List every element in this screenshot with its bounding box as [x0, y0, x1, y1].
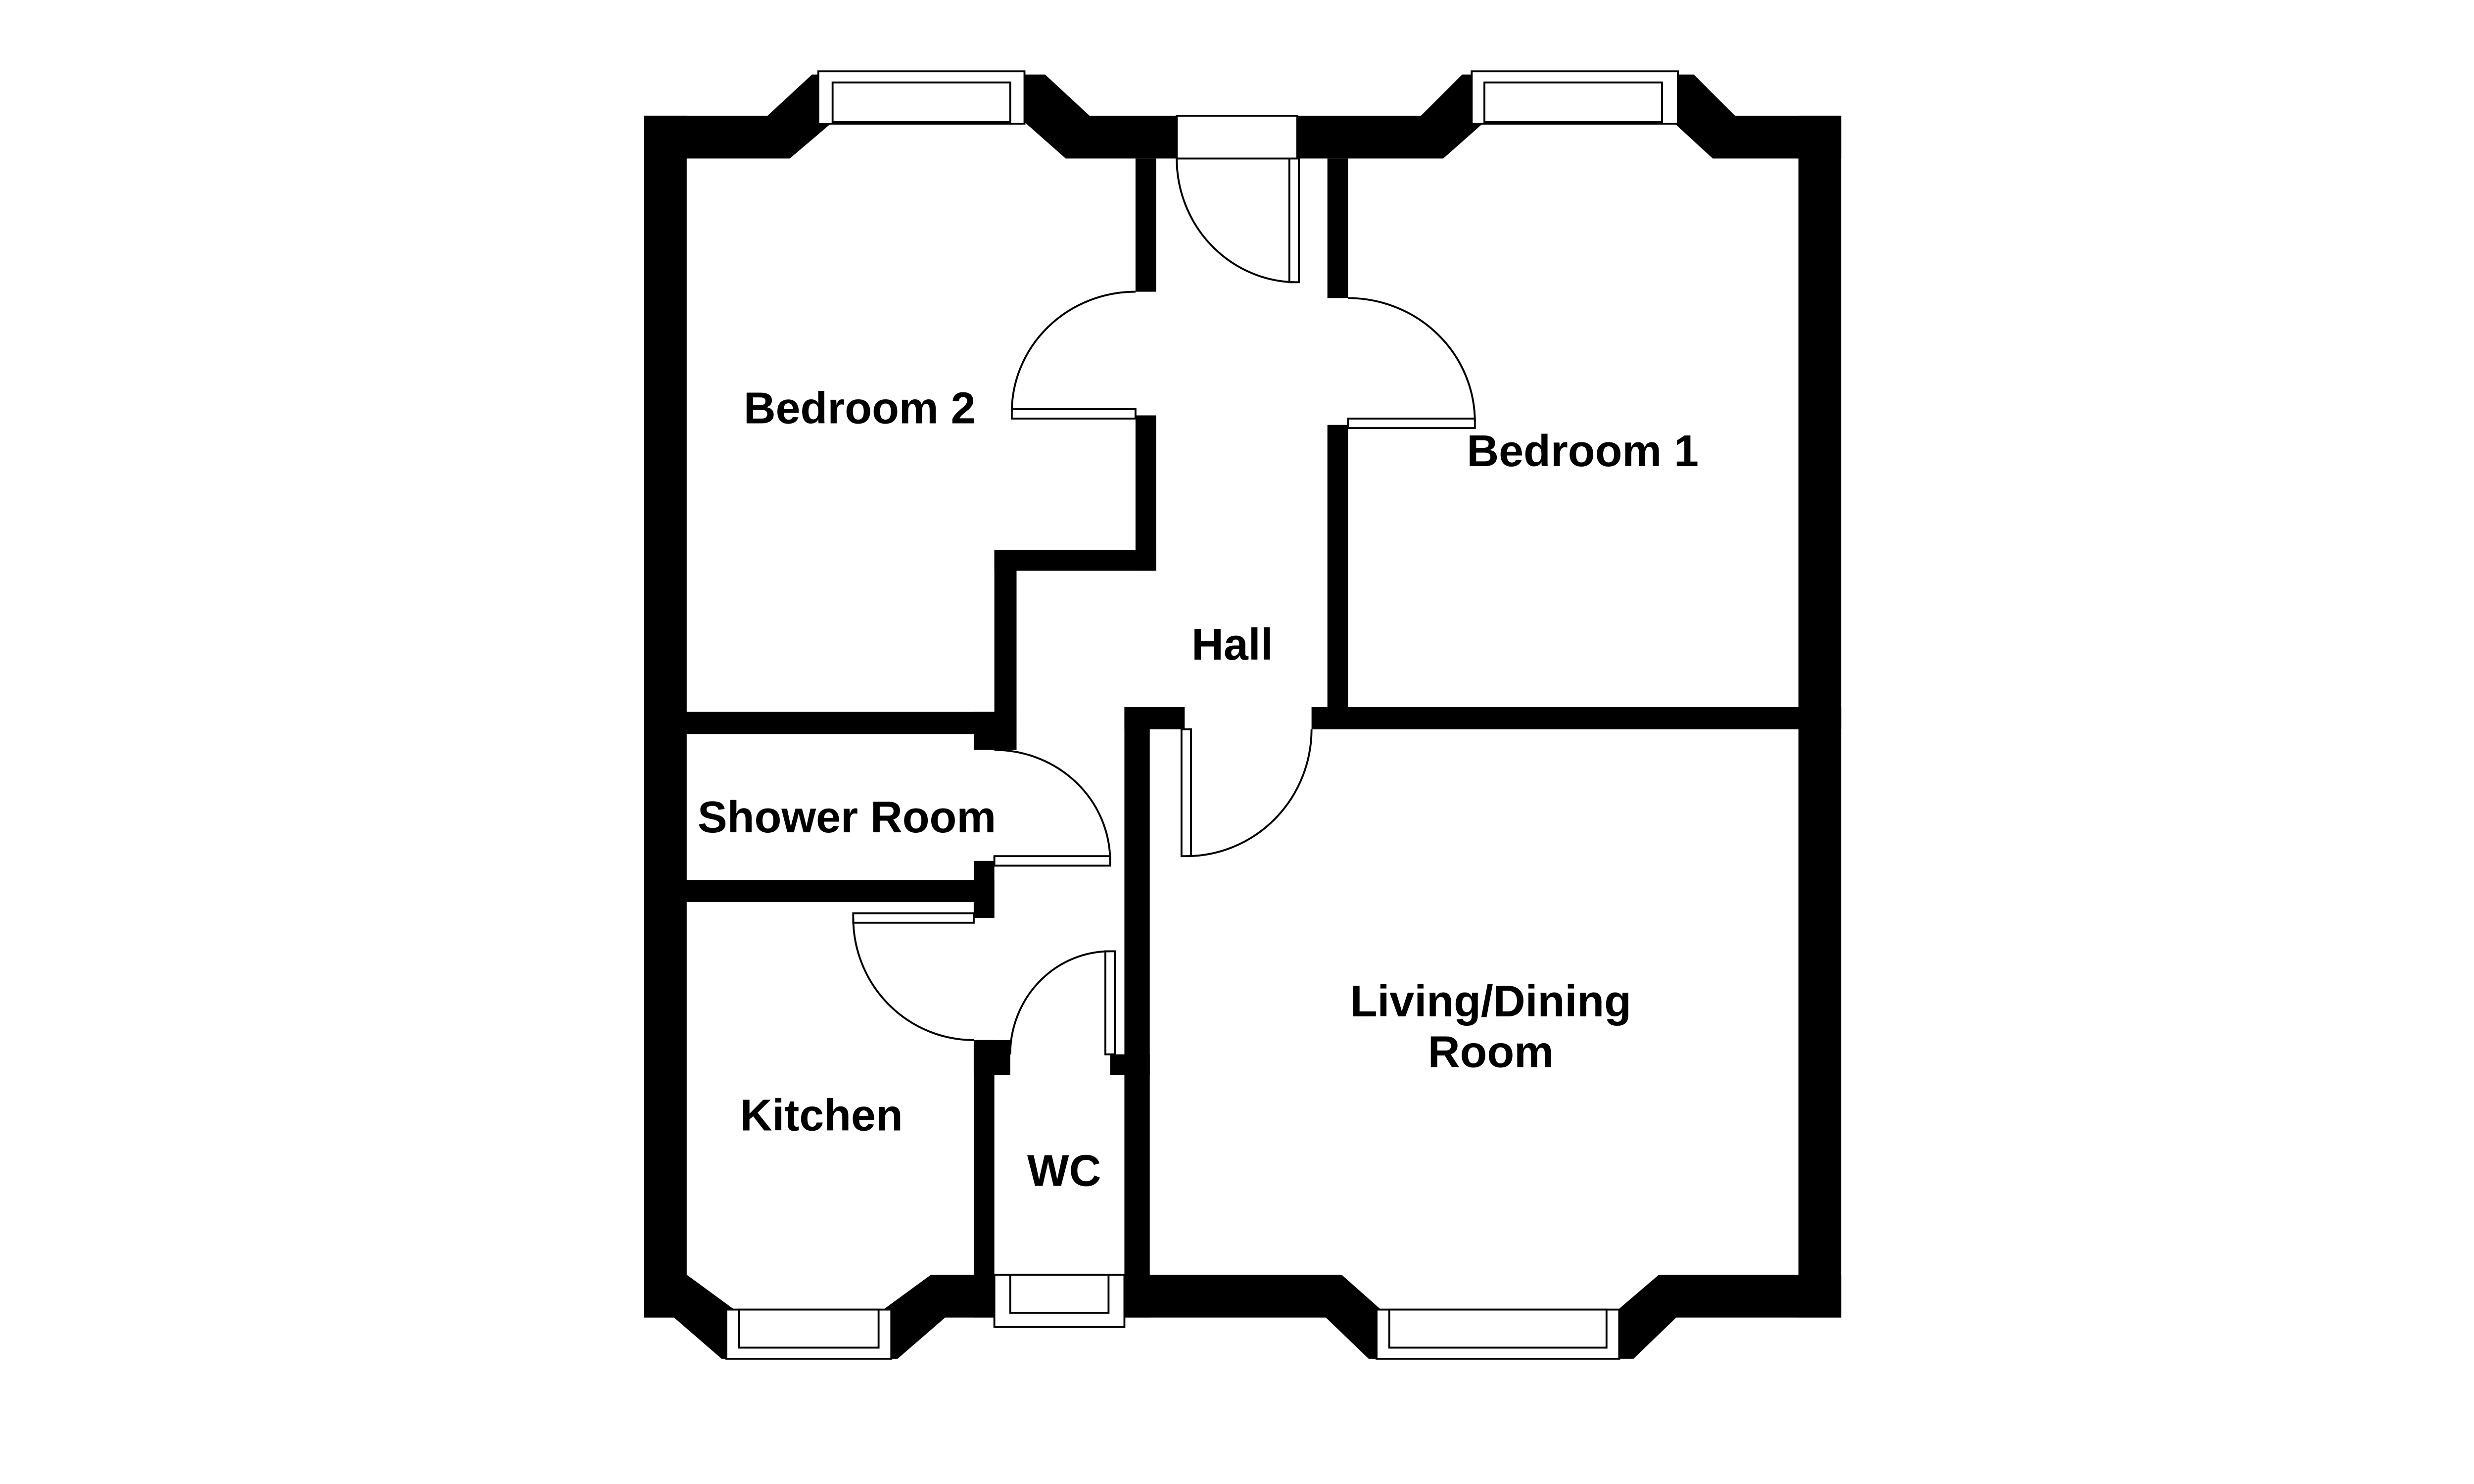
wall-shower-hall-upper: [973, 712, 1017, 750]
window-living: [1376, 1308, 1620, 1360]
label-shower-room: Shower Room: [698, 793, 996, 842]
wall-kitchen-wc-cap: [973, 1040, 1010, 1075]
wall-hall-living-cap: [1124, 707, 1185, 729]
window-kitchen: [725, 1308, 893, 1360]
wall-bed1-living: [1311, 707, 1842, 729]
wall-bed2-hall-lower: [1135, 415, 1156, 571]
label-bedroom2: Bedroom 2: [744, 383, 976, 433]
window-bedroom1: [1471, 70, 1679, 125]
wall-bed2-step-down: [994, 550, 1017, 728]
wall-hall-living: [1124, 707, 1150, 1318]
windows: [725, 70, 1679, 1360]
door-living: [1180, 728, 1313, 858]
room-labels: Bedroom 2 Bedroom 1 Hall Shower Room Kit…: [698, 383, 1699, 1196]
door-bedroom2: [1010, 290, 1137, 420]
label-kitchen: Kitchen: [740, 1091, 903, 1141]
doors: [852, 114, 1476, 1055]
door-front: [1176, 114, 1300, 284]
wall-bed2-hall-upper: [1135, 158, 1156, 292]
label-wc: WC: [1027, 1147, 1101, 1196]
wall-wc-right-stub: [1110, 1054, 1150, 1075]
label-living-line2: Room: [1428, 1027, 1554, 1077]
label-bedroom1: Bedroom 1: [1467, 427, 1699, 476]
wall-bed1-hall-upper: [1327, 158, 1348, 298]
label-hall: Hall: [1191, 620, 1273, 670]
label-living-line1: Living/Dining: [1350, 977, 1631, 1026]
wall-kitchen-top-stub: [973, 902, 995, 918]
wall-kitchen-wc: [973, 1040, 995, 1318]
door-shower: [993, 749, 1111, 867]
door-kitchen: [852, 912, 975, 1041]
window-bedroom2: [817, 70, 1026, 125]
door-bedroom1: [1347, 297, 1476, 430]
wall-shower-kitchen: [644, 880, 995, 903]
interior-walls: [644, 158, 1842, 1318]
door-wc: [1009, 950, 1116, 1055]
window-wc: [993, 1274, 1126, 1328]
wall-bed1-hall-lower: [1327, 425, 1348, 711]
wall-bed2-step: [994, 550, 1156, 571]
wall-bed2-shower: [644, 712, 1017, 734]
